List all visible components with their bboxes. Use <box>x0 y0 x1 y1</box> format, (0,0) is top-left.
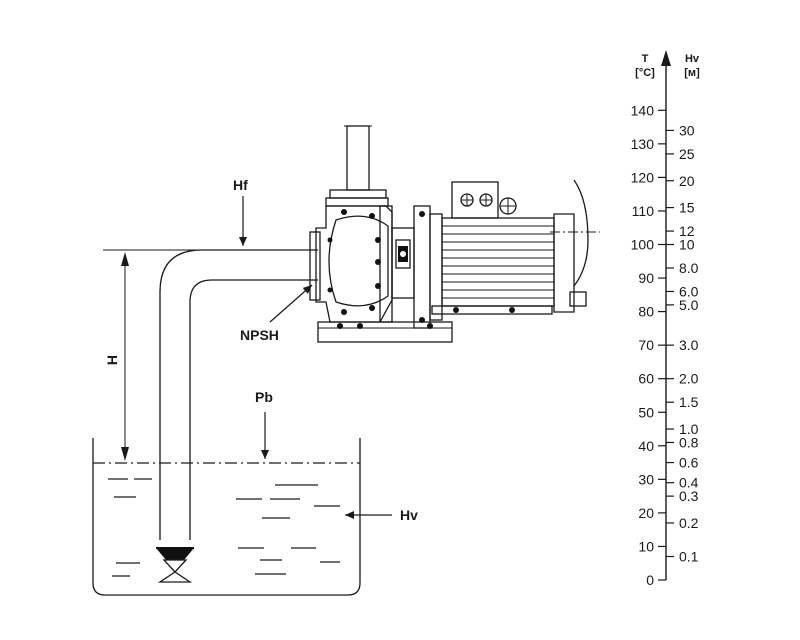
hv-tick-label: 2.0 <box>679 371 699 387</box>
hv-tick-label: 0.4 <box>679 475 699 491</box>
hv-label: Hv <box>400 507 418 523</box>
bearing-housing <box>391 205 443 329</box>
t-tick-label: 50 <box>638 404 654 420</box>
t-header: T <box>642 53 649 65</box>
hv-tick-label: 0.1 <box>679 549 699 565</box>
hv-tick-label: 0.6 <box>679 455 699 471</box>
t-tick-label: 140 <box>631 102 655 118</box>
hv-tick-label: 6.0 <box>679 283 699 299</box>
hv-tick-label: 8.0 <box>679 260 699 276</box>
hv-unit: [м] <box>684 67 700 79</box>
hv-tick-label: 0.8 <box>679 434 699 450</box>
scale-axis-arrow <box>661 50 671 66</box>
water-dashes <box>108 478 340 577</box>
nomogram-scale: T [°C] Hv [м] 0 10 20 30 40 50 60 70 80 90 100 110 1… <box>631 50 700 588</box>
t-tick-label: 0 <box>646 572 654 588</box>
h-dimension <box>103 249 210 461</box>
hv-tick-label: 0.2 <box>679 515 699 531</box>
hv-tick-label: 12 <box>679 223 695 239</box>
npsh-arrow <box>269 284 313 323</box>
t-tick-label: 60 <box>638 371 654 387</box>
hv-tick-label: 5.0 <box>679 297 699 313</box>
pb-label: Pb <box>255 389 273 405</box>
t-tick-label: 80 <box>638 304 654 320</box>
hv-header: Hv <box>685 53 700 65</box>
hv-tick-label: 10 <box>679 237 695 253</box>
tank <box>92 438 361 596</box>
suction-pipe <box>156 249 318 583</box>
hv-tick-label: 20 <box>679 173 695 189</box>
hv-tick-label: 30 <box>679 122 695 138</box>
hv-tick-label: 0.3 <box>679 488 699 504</box>
t-tick-label: 100 <box>631 237 655 253</box>
hv-tick-label: 1.0 <box>679 421 699 437</box>
motor <box>441 179 600 313</box>
t-unit: [°C] <box>635 67 655 79</box>
pump-casing <box>309 205 393 323</box>
baseplate <box>317 305 553 343</box>
h-label: H <box>104 355 120 365</box>
t-tick-label: 40 <box>638 438 654 454</box>
t-tick-label: 70 <box>638 337 654 353</box>
pump-unit <box>309 125 600 343</box>
hv-tick-label: 25 <box>679 146 695 162</box>
t-tick-label: 130 <box>631 136 655 152</box>
hv-tick-label: 1.5 <box>679 394 699 410</box>
t-tick-label: 120 <box>631 169 655 185</box>
hf-label: Hf <box>233 177 248 193</box>
t-tick-label: 10 <box>638 538 654 554</box>
hv-tick-label: 3.0 <box>679 337 699 353</box>
foot-valve <box>156 548 194 560</box>
t-tick-label: 20 <box>638 505 654 521</box>
npsh-label: NPSH <box>240 327 279 343</box>
temperature-ticks: 0 10 20 30 40 50 60 70 80 90 100 110 120 130 140 <box>631 102 666 588</box>
t-tick-label: 30 <box>638 471 654 487</box>
hv-tick-label: 15 <box>679 200 695 216</box>
t-tick-label: 90 <box>638 270 654 286</box>
t-tick-label: 110 <box>632 203 655 219</box>
discharge-pipe <box>325 125 389 207</box>
